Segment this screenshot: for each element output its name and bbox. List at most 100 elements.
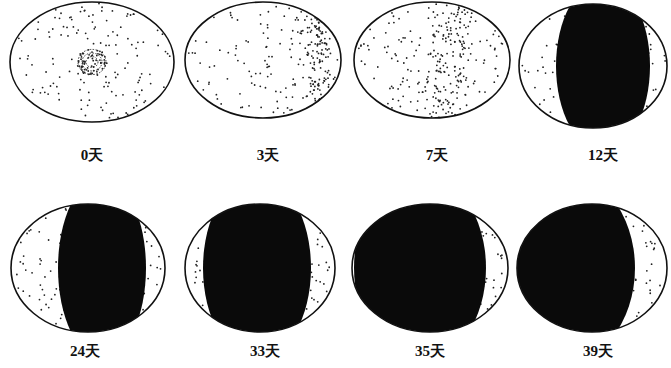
stipple-dot xyxy=(444,71,446,73)
egg-interior xyxy=(18,3,171,119)
stipple-dot xyxy=(22,290,24,292)
stipple-dot xyxy=(313,89,315,91)
stipple-dot xyxy=(195,276,197,278)
stipple-dot xyxy=(318,79,320,81)
stipple-dot xyxy=(432,11,434,13)
stipple-dot xyxy=(71,19,73,21)
stipple-dot xyxy=(418,44,420,46)
stipple-dot xyxy=(275,6,277,8)
stipple-dot xyxy=(367,45,369,47)
stipple-dot xyxy=(406,79,408,81)
stipple-dot xyxy=(197,80,199,82)
stipple-dot xyxy=(54,17,56,19)
stipple-dot xyxy=(460,3,462,5)
stipple-dot xyxy=(292,30,294,32)
stipple-dot xyxy=(59,76,61,78)
stipple-dot xyxy=(459,21,461,23)
stipple-dot xyxy=(87,67,89,69)
stipple-dot xyxy=(150,83,152,85)
stipple-dot xyxy=(266,66,268,68)
stipple-dot xyxy=(112,10,114,12)
stipple-dot xyxy=(445,41,447,43)
stipple-dot xyxy=(157,29,159,31)
stipple-dot xyxy=(555,43,557,45)
stipple-dot xyxy=(459,108,461,110)
stipple-dot xyxy=(475,20,477,22)
stipple-dot xyxy=(52,63,54,65)
stipple-dot xyxy=(101,55,103,57)
stipple-dot xyxy=(495,68,497,70)
stipple-dot xyxy=(85,32,87,34)
stipple-dot xyxy=(442,12,444,14)
stipple-dot xyxy=(80,99,82,101)
stipple-dot xyxy=(266,63,268,65)
stipple-dot xyxy=(34,38,36,40)
stipple-dot xyxy=(326,97,328,99)
stipple-dot xyxy=(471,43,473,45)
stipple-dot xyxy=(385,32,387,34)
stipple-dot xyxy=(268,65,270,67)
stipple-dot xyxy=(453,13,455,15)
stipple-dot xyxy=(435,55,437,57)
stipple-dot xyxy=(373,37,375,39)
stipple-dot xyxy=(250,76,252,78)
stipple-dot xyxy=(436,70,438,72)
stipple-dot xyxy=(299,42,301,44)
stipple-dot xyxy=(304,47,306,49)
stipple-dot xyxy=(196,260,198,262)
stipple-dot xyxy=(443,86,445,88)
stipple-dot xyxy=(319,108,321,110)
stipple-dot xyxy=(285,87,287,89)
stipple-dot xyxy=(307,31,309,33)
stipple-dot xyxy=(259,14,261,16)
egg-outline xyxy=(517,204,667,332)
stipple-dot xyxy=(322,7,324,9)
stipple-dot xyxy=(163,86,165,88)
stipple-dot xyxy=(151,245,153,247)
stipple-dot xyxy=(465,77,467,79)
stipple-dot xyxy=(45,217,47,219)
stipple-dot xyxy=(635,279,637,281)
stipple-dot xyxy=(120,26,122,28)
stipple-dot xyxy=(460,81,462,83)
stipple-dot xyxy=(411,41,413,43)
stipple-dot xyxy=(115,77,117,79)
stipple-dot xyxy=(324,38,326,40)
stipple-dot xyxy=(237,19,239,21)
stipple-dot xyxy=(646,105,648,107)
stipple-dot xyxy=(448,36,450,38)
stipple-dot xyxy=(39,263,41,265)
stipple-dot xyxy=(323,105,325,107)
stipple-dot xyxy=(416,109,418,111)
stipple-dot xyxy=(457,34,459,36)
stipple-dot xyxy=(435,97,437,99)
stipple-dot xyxy=(108,82,110,84)
stipple-dot xyxy=(364,63,366,65)
stipple-dot xyxy=(88,54,90,56)
stipple-dot xyxy=(459,40,461,42)
stipple-dot xyxy=(318,85,320,87)
stipple-dot xyxy=(122,94,124,96)
stipple-dot xyxy=(322,101,324,103)
stipple-dot xyxy=(417,83,419,85)
stipple-dot xyxy=(319,109,321,111)
day-label: 35天 xyxy=(413,342,447,360)
stipple-dot xyxy=(27,58,29,60)
stipple-dot xyxy=(438,90,440,92)
stipple-dot xyxy=(63,26,65,28)
stipple-dot xyxy=(537,70,539,72)
stipple-dot xyxy=(321,60,323,62)
stipple-dot xyxy=(94,26,96,28)
stipple-dot xyxy=(387,103,389,105)
stipple-dot xyxy=(397,88,399,90)
stipple-dot xyxy=(457,9,459,11)
stipple-dot xyxy=(373,78,375,80)
stipple-dot xyxy=(400,41,402,43)
stipple-dot xyxy=(440,72,442,74)
stipple-dot xyxy=(92,58,94,60)
stipple-dot xyxy=(546,45,548,47)
stipple-dot xyxy=(413,55,415,57)
stipple-dot xyxy=(483,59,485,61)
stipple-dot xyxy=(52,28,54,30)
